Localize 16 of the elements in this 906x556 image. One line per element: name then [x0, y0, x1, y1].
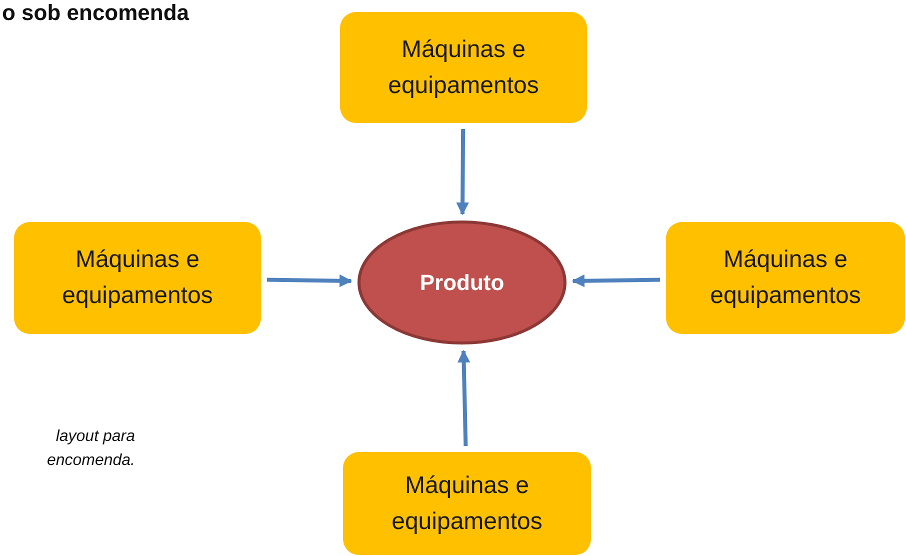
- node-label: Máquinas e equipamentos: [387, 34, 540, 100]
- node-label: Máquinas e equipamentos: [61, 245, 214, 311]
- caption-text: layout para encomenda.: [46, 427, 135, 471]
- node-label: Máquinas e equipamentos: [709, 245, 862, 311]
- process-box: [666, 222, 905, 334]
- process-box: [343, 452, 591, 555]
- arrow: [457, 350, 470, 446]
- arrow: [456, 128, 469, 216]
- product-ellipse: [357, 220, 567, 345]
- node-label: Produto: [420, 268, 504, 296]
- heading-text: o sob encomenda: [2, 0, 190, 26]
- process-box: [14, 222, 261, 334]
- process-box: [340, 12, 587, 123]
- arrow: [572, 274, 660, 288]
- arrow: [266, 274, 352, 288]
- node-label: Máquinas e equipamentos: [390, 470, 544, 536]
